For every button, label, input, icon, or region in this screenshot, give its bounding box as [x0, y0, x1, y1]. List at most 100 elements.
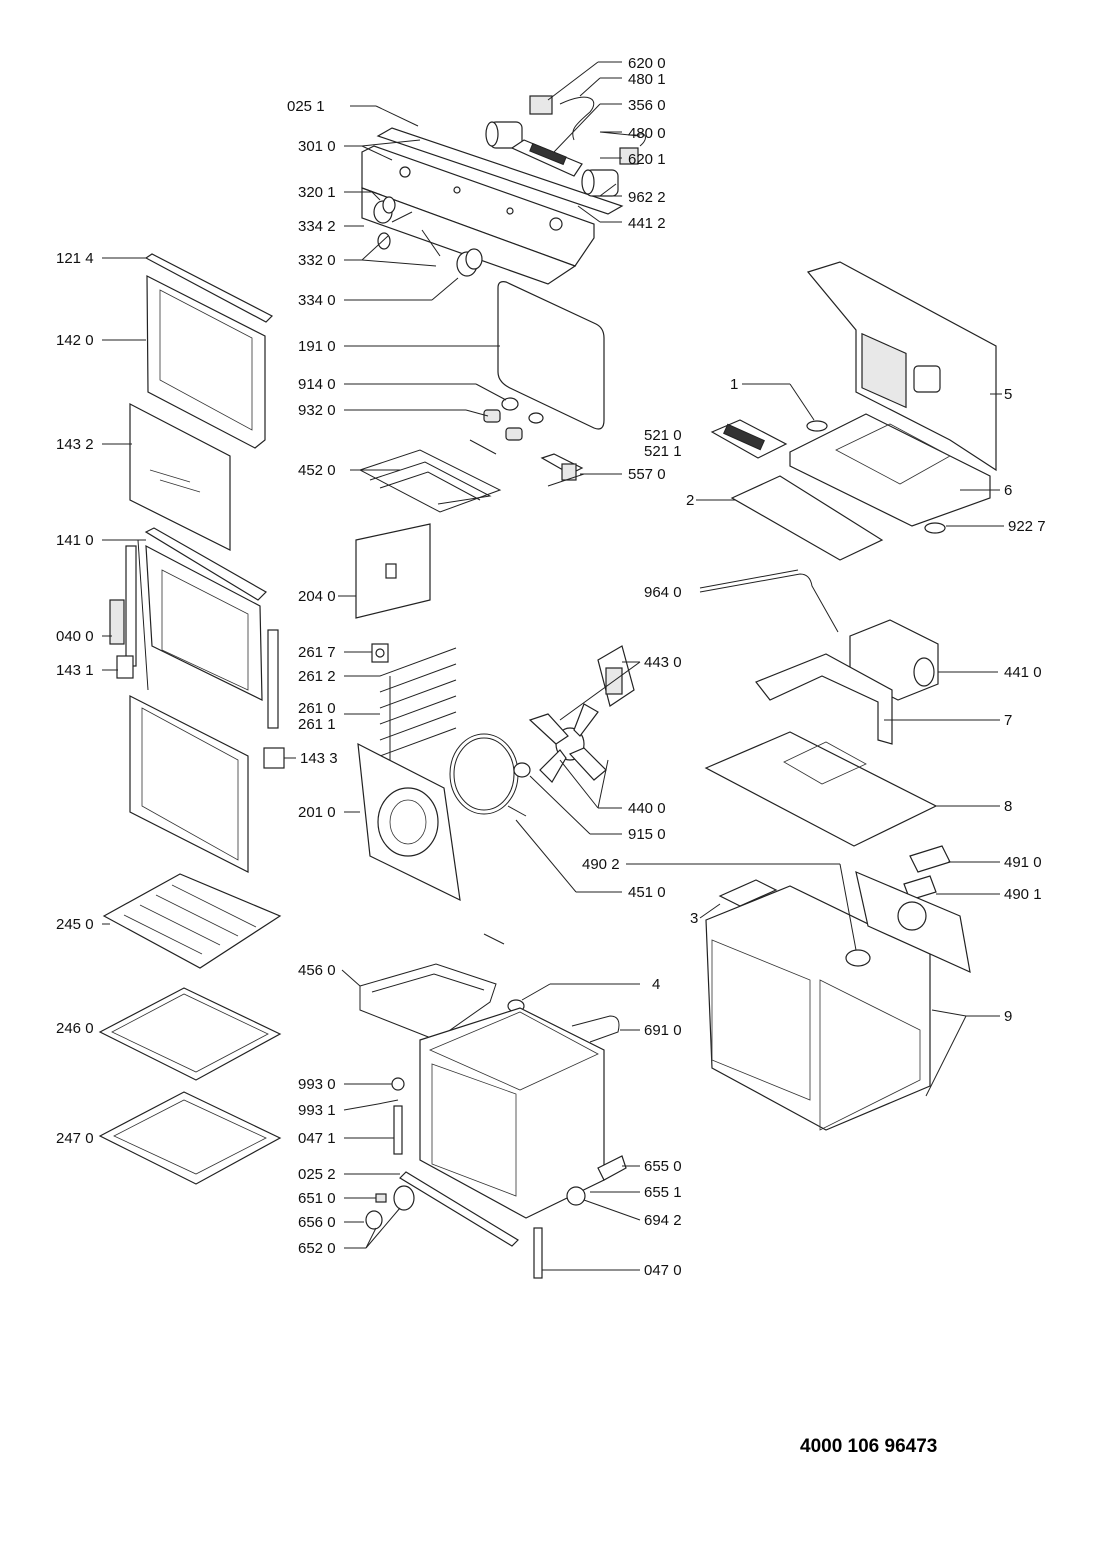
insulation-block	[718, 879, 778, 907]
label-691-0: 691 0	[644, 1022, 682, 1039]
grill-element	[358, 439, 502, 513]
label-993-1: 993 1	[298, 1102, 336, 1119]
label-480-0: 480 0	[628, 125, 666, 142]
lamp-glass	[501, 397, 544, 424]
label-4: 4	[652, 976, 660, 993]
door-inner-glass	[129, 403, 231, 551]
label-356-0: 356 0	[628, 97, 666, 114]
fan-cover-plate	[357, 742, 461, 902]
hinge-receptacle-right	[533, 1227, 543, 1279]
label-655-1: 655 1	[644, 1184, 682, 1201]
label-9: 9	[1004, 1008, 1012, 1025]
label-301-0: 301 0	[298, 138, 336, 155]
label-652-0: 652 0	[298, 1240, 336, 1257]
door-outer-frame	[146, 275, 266, 449]
label-557-0: 557 0	[628, 466, 666, 483]
label-656-0: 656 0	[298, 1214, 336, 1231]
terminal-block	[909, 845, 951, 873]
label-142-0: 142 0	[56, 332, 94, 349]
label-7: 7	[1004, 712, 1012, 729]
label-025-1: 025 1	[287, 98, 325, 115]
label-334-2: 334 2	[298, 218, 336, 235]
knob-large	[456, 248, 483, 277]
bottom-heating-element	[359, 933, 505, 1041]
label-141-0: 141 0	[56, 532, 94, 549]
label-451-0: 451 0	[628, 884, 666, 901]
label-025-2: 025 2	[298, 1166, 336, 1183]
door-top-profile	[144, 253, 274, 323]
label-620-1: 620 1	[628, 151, 666, 168]
label-5: 5	[1004, 386, 1012, 403]
hinge-receiver	[116, 655, 134, 679]
side-rack	[379, 647, 457, 770]
label-964-0: 964 0	[644, 584, 682, 601]
label-040-0: 040 0	[56, 628, 94, 645]
deep-pan	[98, 1091, 282, 1185]
label-204-0: 204 0	[298, 588, 336, 605]
hinge-receiver-right	[263, 747, 285, 769]
lamp-holder-right	[581, 147, 639, 197]
label-8: 8	[1004, 798, 1012, 815]
door-inner-frame	[144, 527, 267, 701]
label-962-2: 962 2	[628, 189, 666, 206]
bottom-plate	[704, 731, 938, 847]
label-932-0: 932 0	[298, 402, 336, 419]
label-490-2: 490 2	[582, 856, 620, 873]
control-panel-trim	[376, 127, 624, 215]
label-443-0: 443 0	[644, 654, 682, 671]
leader-lines	[102, 61, 1004, 1271]
label-320-1: 320 1	[298, 184, 336, 201]
label-261-2: 261 2	[298, 668, 336, 685]
cooling-duct	[755, 653, 893, 745]
label-047-0: 047 0	[644, 1262, 682, 1279]
label-694-2: 694 2	[644, 1212, 682, 1229]
label-047-1: 047 1	[298, 1130, 336, 1147]
screw-with-washer	[377, 1077, 405, 1105]
label-491-0: 491 0	[1004, 854, 1042, 871]
document-number: 4000 106 96473	[800, 1436, 937, 1457]
part-number-labels: 620 0 480 1 025 1 356 0 480 0 301 0 620 …	[56, 55, 1046, 1279]
label-914-0: 914 0	[298, 376, 336, 393]
label-261-0: 261 0	[298, 700, 336, 717]
label-441-2: 441 2	[628, 215, 666, 232]
label-191-0: 191 0	[298, 338, 336, 355]
label-655-0: 655 0	[644, 1158, 682, 1175]
outer-casing	[705, 885, 931, 1131]
label-2: 2	[686, 492, 694, 509]
label-261-1: 261 1	[298, 716, 336, 733]
label-6: 6	[1004, 482, 1012, 499]
label-441-0: 441 0	[1004, 664, 1042, 681]
wire-shelf	[102, 873, 282, 969]
fan-motor	[597, 645, 635, 707]
label-521-0: 521 0	[644, 427, 682, 444]
cooling-duct-tube	[699, 569, 839, 633]
control-panel-fascia	[361, 145, 595, 285]
label-651-0: 651 0	[298, 1190, 336, 1207]
hinge-receptacle-left	[393, 1105, 403, 1155]
label-480-1: 480 1	[628, 71, 666, 88]
grommet	[806, 420, 828, 432]
label-143-2: 143 2	[56, 436, 94, 453]
mounting-plate	[789, 413, 991, 527]
knob-small	[373, 196, 413, 224]
label-452-0: 452 0	[298, 462, 336, 479]
fan-nut	[513, 762, 531, 778]
back-panel	[855, 870, 971, 974]
thermostat	[540, 453, 585, 487]
support-plate	[730, 475, 884, 561]
rack-fixing	[371, 643, 389, 663]
top-cover-panel	[806, 261, 997, 472]
label-143-1: 143 1	[56, 662, 94, 679]
label-121-4: 121 4	[56, 250, 94, 267]
label-915-0: 915 0	[628, 826, 666, 843]
label-332-0: 332 0	[298, 252, 336, 269]
lamp-socket	[483, 409, 523, 441]
circular-heating-element	[449, 733, 527, 817]
side-shield-plate	[355, 523, 431, 619]
door-hinge-left	[109, 545, 137, 667]
baking-tray	[98, 987, 282, 1081]
label-201-0: 201 0	[298, 804, 336, 821]
cavity-front-trim	[399, 1171, 519, 1247]
label-245-0: 245 0	[56, 916, 94, 933]
